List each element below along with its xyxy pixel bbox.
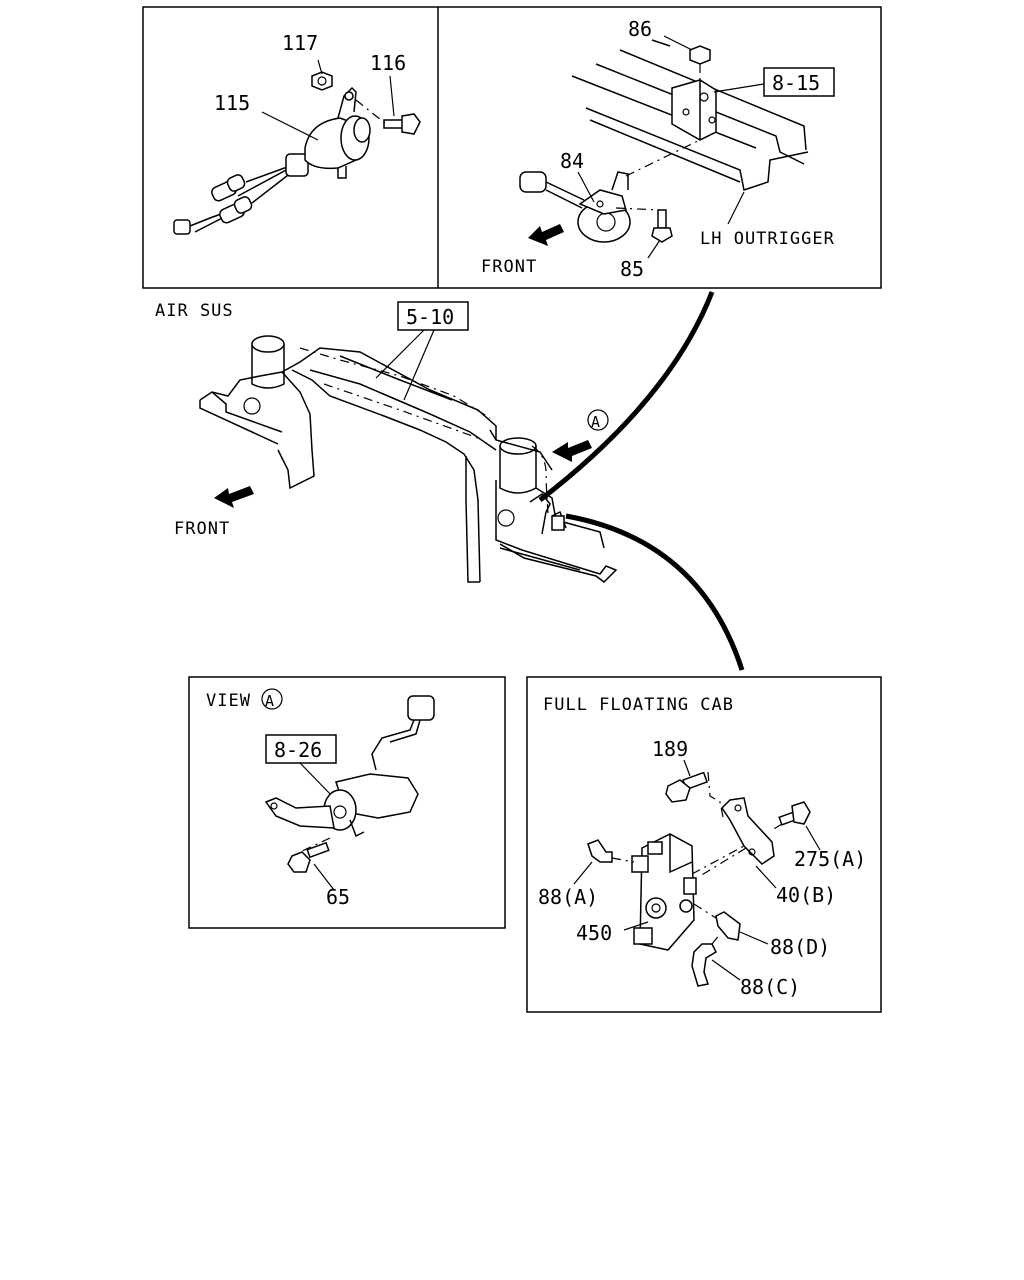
front-arrow-icon — [528, 224, 564, 246]
bolt-85-icon — [651, 209, 673, 243]
nut-117-icon — [311, 71, 333, 91]
leader-116 — [389, 75, 395, 117]
leader-450 — [623, 921, 649, 931]
leader-8-15 — [713, 83, 765, 93]
bolt-116-icon — [355, 99, 421, 135]
bolt-275a-icon — [771, 801, 811, 831]
part-number-65: 65 — [326, 885, 350, 909]
harness-connector-icon — [173, 165, 293, 235]
leader-88c — [711, 959, 741, 981]
leader-88d — [739, 931, 769, 945]
chassis-frame-icon — [199, 347, 618, 583]
air-sus-section: AIR SUS 5-10 — [155, 301, 618, 583]
leveling-valve-450-icon — [631, 833, 745, 951]
view-a-sensor-icon — [264, 695, 435, 853]
height-sensor-84-icon — [519, 135, 709, 243]
sensor-bracket-icon — [671, 79, 717, 141]
view-a-frame — [188, 676, 506, 929]
front-arrow-mid-icon — [214, 486, 254, 508]
height-sensor-icon — [285, 86, 371, 179]
part-number-115: 115 — [214, 91, 250, 115]
leader-5-10-b — [403, 329, 435, 401]
leader-84 — [577, 171, 595, 203]
front-label-top: FRONT — [481, 257, 537, 277]
lh-outrigger-icon — [571, 39, 809, 191]
leader-lh-outrigger — [727, 191, 745, 225]
view-a-panel: VIEW A 8-26 65 — [188, 676, 506, 929]
part-number-84: 84 — [560, 149, 584, 173]
nut-86-icon — [689, 45, 711, 88]
view-a-arrow-icon — [552, 409, 609, 462]
part-number-40b: 40(B) — [776, 883, 836, 907]
air-spring-icon — [251, 335, 537, 494]
part-number-189: 189 — [652, 737, 688, 761]
ref-8-15: 8-15 — [772, 71, 820, 95]
part-number-86: 86 — [628, 17, 652, 41]
bracket-centerline — [699, 847, 747, 877]
view-a-marker: A — [591, 413, 600, 431]
leader-40b — [755, 865, 777, 889]
part-number-116: 116 — [370, 51, 406, 75]
leader-85 — [647, 239, 661, 259]
view-title: VIEW — [206, 691, 251, 711]
part-number-88a: 88(A) — [538, 885, 598, 909]
fitting-88d-icon — [693, 903, 741, 941]
part-number-88d: 88(D) — [770, 935, 830, 959]
leader-115 — [261, 111, 319, 141]
view-circle-icon — [261, 688, 283, 710]
top-panel-frame — [142, 6, 882, 289]
front-label-mid: FRONT — [174, 519, 230, 539]
callout-curves — [538, 291, 745, 671]
full-floating-cab-panel: FULL FLOATING CAB 189 40(B) 275(A) — [526, 676, 882, 1013]
bolt-189-icon — [665, 771, 725, 823]
ref-box-8-26 — [265, 734, 337, 764]
fitting-88c-icon — [691, 933, 721, 987]
leader-88a — [573, 861, 593, 885]
view-circle-letter: A — [265, 692, 274, 710]
part-number-275a: 275(A) — [794, 847, 866, 871]
leader-86 — [663, 35, 693, 51]
ref-box-5-10 — [397, 301, 469, 331]
ref-5-10: 5-10 — [406, 305, 454, 329]
lh-outrigger-label: LH OUTRIGGER — [700, 229, 835, 249]
leader-5-10-a — [375, 329, 425, 379]
part-number-450: 450 — [576, 921, 612, 945]
top-left-subpanel: 117 116 115 — [173, 31, 421, 235]
ref-8-26: 8-26 — [274, 738, 322, 762]
leader-117 — [317, 59, 323, 75]
leader-65 — [313, 863, 335, 891]
leader-189 — [683, 759, 691, 777]
bracket-40b-icon — [721, 797, 775, 865]
leader-275a — [805, 825, 821, 851]
top-panel — [142, 6, 882, 289]
air-sus-label: AIR SUS — [155, 301, 234, 321]
full-floating-cab-title: FULL FLOATING CAB — [543, 695, 734, 715]
ref-box-8-15 — [763, 67, 835, 97]
cab-panel-frame — [526, 676, 882, 1013]
fitting-88a-icon — [587, 839, 635, 863]
top-right-subpanel: 8-15 86 84 85 LH OUTRIGGER FRONT — [481, 17, 835, 281]
bolt-65-icon — [287, 841, 330, 873]
part-number-117: 117 — [282, 31, 318, 55]
part-number-85: 85 — [620, 257, 644, 281]
part-number-88c: 88(C) — [740, 975, 800, 999]
